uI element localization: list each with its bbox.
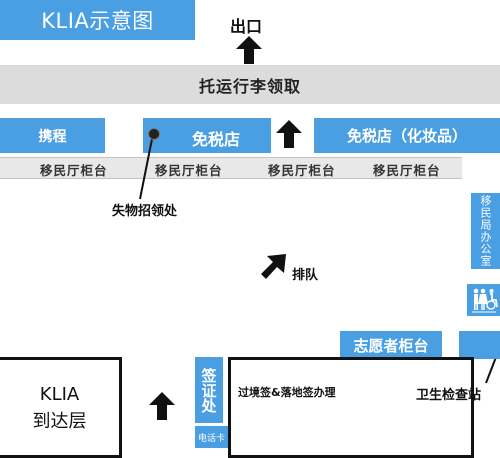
map-title: KLIA示意图 (0, 0, 195, 40)
immigration-counter: 移民厅柜台 (155, 163, 223, 178)
exit-up-arrow-icon (236, 36, 262, 64)
duty-free-shop: 免税店 (143, 118, 271, 153)
transit-visa-label: 过境签&落地签办理 (238, 386, 336, 399)
up-arrow-icon (149, 392, 175, 420)
immigration-counter: 移民厅柜台 (40, 163, 108, 178)
arrival-hall-code: KLIA (39, 383, 80, 405)
immigration-counter-strip: 移民厅柜台 移民厅柜台 移民厅柜台 移民厅柜台 (0, 157, 462, 179)
immigration-bureau-office: 移民局办公室 (471, 193, 500, 269)
health-inspection-station-label: 卫生检查站 (416, 388, 482, 403)
up-arrow-icon (276, 120, 302, 148)
restroom-sign (467, 284, 500, 316)
visa-office: 签证处 (195, 357, 223, 423)
volunteer-counter: 志愿者柜台 (340, 331, 442, 359)
phone-card-counter: 电话卡 (195, 426, 228, 448)
volunteer-counter-extension (459, 331, 500, 359)
restroom-icon (471, 288, 498, 313)
exit-label: 出口 (230, 17, 263, 36)
duty-free-cosmetics-shop: 免税店（化妆品） (314, 118, 500, 153)
transit-visa-area: 过境签&落地签办理 (228, 357, 474, 458)
immigration-counter: 移民厅柜台 (268, 163, 336, 178)
queue-diagonal-arrow-icon (261, 254, 286, 279)
baggage-claim-area: 托运行李领取 (0, 65, 500, 104)
lost-and-found-label: 失物招领处 (112, 204, 178, 219)
immigration-counter: 移民厅柜台 (373, 163, 441, 178)
lost-and-found-marker (148, 128, 160, 140)
arrival-hall-box: KLIA 到达层 (0, 357, 122, 458)
duty-free-label: 免税店 (192, 130, 241, 149)
arrival-hall-floor: 到达层 (32, 410, 87, 432)
carry-counter: 携程 (0, 118, 105, 153)
queue-label: 排队 (292, 268, 319, 283)
